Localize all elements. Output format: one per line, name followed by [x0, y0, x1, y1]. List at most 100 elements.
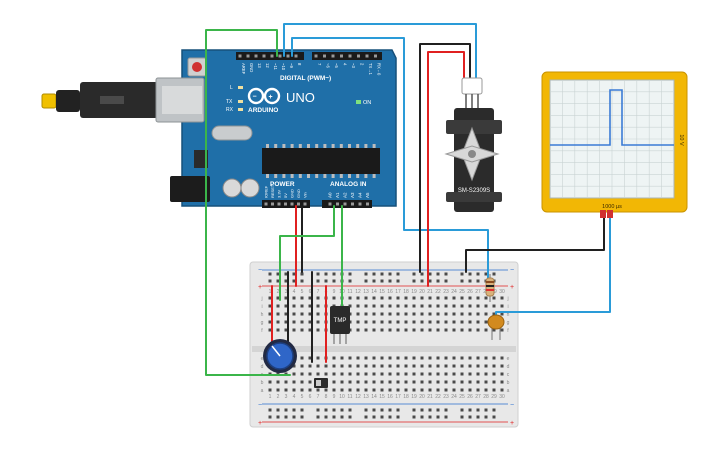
breadboard-hole[interactable]: [316, 296, 320, 300]
breadboard-hole[interactable]: [436, 296, 440, 300]
slide-switch-lever[interactable]: [316, 380, 321, 386]
breadboard-hole[interactable]: [316, 312, 320, 316]
breadboard-hole[interactable]: [428, 372, 432, 376]
breadboard-hole[interactable]: [308, 380, 312, 384]
breadboard-hole[interactable]: [284, 380, 288, 384]
breadboard-hole[interactable]: [292, 388, 296, 392]
reset-button[interactable]: [192, 62, 202, 72]
breadboard-hole[interactable]: [300, 364, 304, 368]
breadboard-hole[interactable]: [396, 372, 400, 376]
rail-hole[interactable]: [444, 272, 448, 276]
breadboard-hole[interactable]: [468, 320, 472, 324]
header-pin[interactable]: [365, 54, 369, 58]
rail-hole[interactable]: [484, 408, 488, 412]
breadboard-hole[interactable]: [300, 296, 304, 300]
breadboard-hole[interactable]: [492, 296, 496, 300]
breadboard-hole[interactable]: [428, 320, 432, 324]
breadboard-hole[interactable]: [436, 304, 440, 308]
rail-hole[interactable]: [372, 415, 376, 419]
rail-hole[interactable]: [420, 415, 424, 419]
breadboard-hole[interactable]: [364, 380, 368, 384]
rail-hole[interactable]: [468, 279, 472, 283]
breadboard-hole[interactable]: [428, 312, 432, 316]
breadboard-hole[interactable]: [468, 296, 472, 300]
rail-hole[interactable]: [316, 272, 320, 276]
breadboard-hole[interactable]: [356, 372, 360, 376]
rail-hole[interactable]: [428, 272, 432, 276]
breadboard-hole[interactable]: [444, 356, 448, 360]
breadboard-hole[interactable]: [492, 380, 496, 384]
header-pin[interactable]: [348, 54, 352, 58]
breadboard-hole[interactable]: [340, 364, 344, 368]
header-pin[interactable]: [254, 54, 258, 58]
breadboard-hole[interactable]: [276, 328, 280, 332]
breadboard-hole[interactable]: [452, 320, 456, 324]
rail-hole[interactable]: [292, 279, 296, 283]
breadboard-hole[interactable]: [308, 328, 312, 332]
breadboard-holes[interactable]: [268, 272, 504, 419]
breadboard-hole[interactable]: [500, 380, 504, 384]
breadboard-hole[interactable]: [388, 312, 392, 316]
wire-green-pin12[interactable]: [205, 29, 291, 376]
rail-hole[interactable]: [324, 272, 328, 276]
rail-hole[interactable]: [284, 408, 288, 412]
breadboard-hole[interactable]: [492, 312, 496, 316]
breadboard-hole[interactable]: [292, 296, 296, 300]
header-pin[interactable]: [262, 54, 266, 58]
rail-hole[interactable]: [412, 272, 416, 276]
breadboard-hole[interactable]: [396, 312, 400, 316]
breadboard-hole[interactable]: [428, 364, 432, 368]
breadboard-hole[interactable]: [404, 364, 408, 368]
top-header-pins[interactable]: [238, 54, 378, 58]
breadboard-hole[interactable]: [284, 320, 288, 324]
breadboard-hole[interactable]: [332, 364, 336, 368]
breadboard-hole[interactable]: [484, 312, 488, 316]
breadboard-hole[interactable]: [348, 304, 352, 308]
rail-hole[interactable]: [284, 272, 288, 276]
rail-hole[interactable]: [484, 415, 488, 419]
rail-hole[interactable]: [468, 408, 472, 412]
scope-probe-terminal-2[interactable]: [607, 210, 613, 218]
breadboard-hole[interactable]: [468, 380, 472, 384]
breadboard-hole[interactable]: [380, 364, 384, 368]
rail-hole[interactable]: [388, 279, 392, 283]
breadboard-hole[interactable]: [404, 320, 408, 324]
breadboard-hole[interactable]: [284, 388, 288, 392]
rail-hole[interactable]: [292, 408, 296, 412]
capacitor[interactable]: [487, 314, 505, 340]
rail-hole[interactable]: [396, 415, 400, 419]
breadboard-hole[interactable]: [444, 372, 448, 376]
rail-hole[interactable]: [364, 408, 368, 412]
breadboard-hole[interactable]: [444, 320, 448, 324]
breadboard-hole[interactable]: [460, 380, 464, 384]
power-header-pin[interactable]: [264, 202, 268, 206]
rail-hole[interactable]: [300, 279, 304, 283]
breadboard-hole[interactable]: [444, 328, 448, 332]
breadboard-hole[interactable]: [372, 356, 376, 360]
potentiometer[interactable]: [263, 339, 297, 373]
rail-hole[interactable]: [300, 272, 304, 276]
breadboard-hole[interactable]: [428, 356, 432, 360]
breadboard-hole[interactable]: [476, 380, 480, 384]
breadboard-hole[interactable]: [380, 388, 384, 392]
breadboard-hole[interactable]: [484, 364, 488, 368]
breadboard-hole[interactable]: [380, 380, 384, 384]
breadboard-hole[interactable]: [452, 312, 456, 316]
rail-hole[interactable]: [444, 408, 448, 412]
rail-hole[interactable]: [324, 415, 328, 419]
breadboard-hole[interactable]: [412, 388, 416, 392]
breadboard-hole[interactable]: [452, 304, 456, 308]
breadboard-hole[interactable]: [348, 296, 352, 300]
breadboard-hole[interactable]: [300, 304, 304, 308]
analog-header-pin[interactable]: [358, 202, 362, 206]
breadboard-hole[interactable]: [396, 304, 400, 308]
breadboard-hole[interactable]: [492, 304, 496, 308]
breadboard-hole[interactable]: [444, 304, 448, 308]
breadboard-hole[interactable]: [340, 372, 344, 376]
breadboard-hole[interactable]: [388, 372, 392, 376]
analog-header-pin[interactable]: [328, 202, 332, 206]
wire-black-servo-gnd[interactable]: [419, 43, 471, 273]
breadboard-hole[interactable]: [420, 372, 424, 376]
rail-hole[interactable]: [364, 415, 368, 419]
rail-hole[interactable]: [420, 408, 424, 412]
